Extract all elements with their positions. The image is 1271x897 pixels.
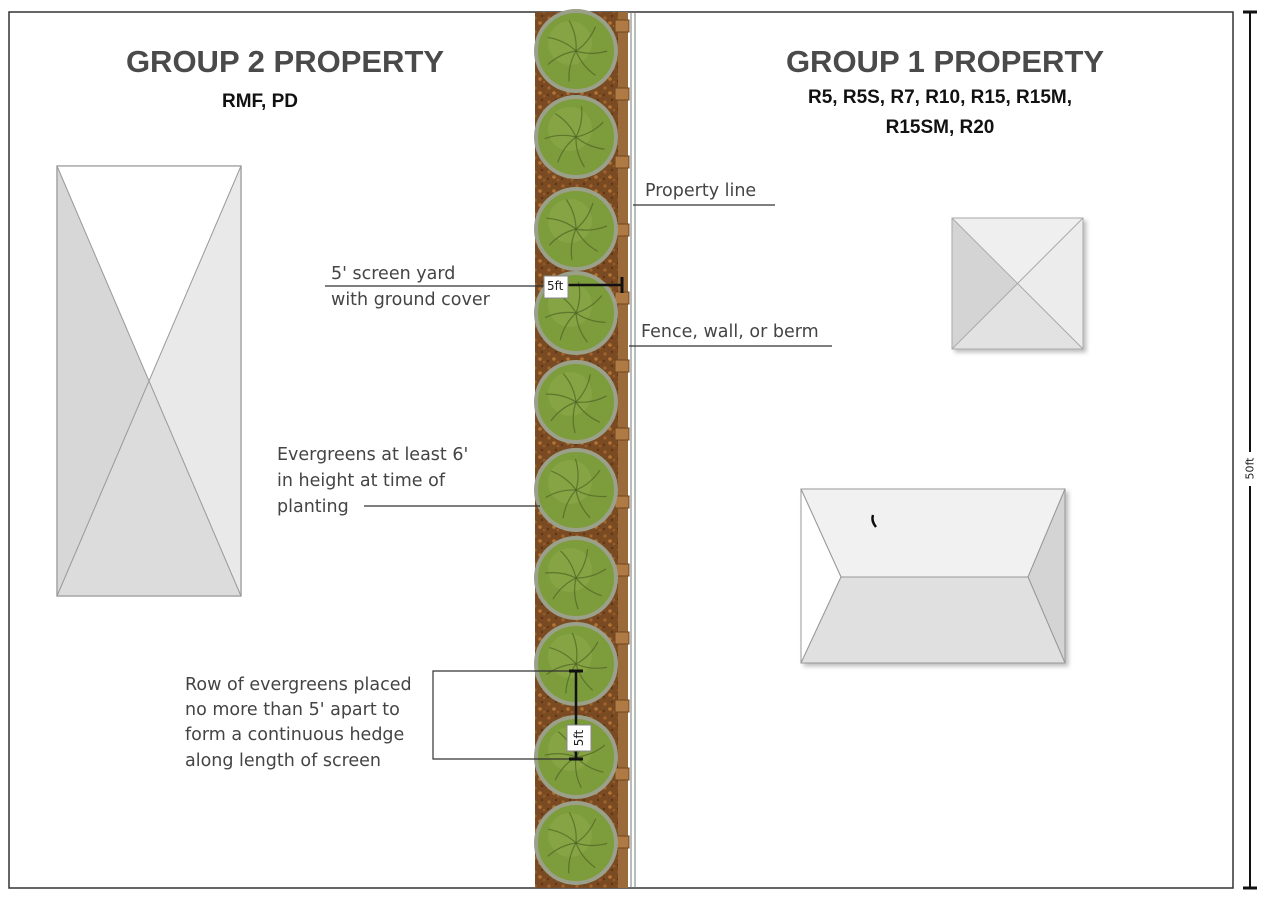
row-label-line4: along length of screen	[185, 751, 382, 771]
evergreens-label-line1: Evergreens at least 6'	[277, 445, 469, 465]
screen-yard-label-line2: with ground cover	[331, 290, 490, 310]
group1-small-building	[951, 217, 1084, 350]
evergreen-tree	[534, 360, 618, 444]
row-label-line3: form a continuous hedge	[185, 725, 405, 745]
leader-lines	[325, 204, 832, 760]
evergreen-tree	[534, 95, 618, 179]
evergreen-tree	[534, 801, 618, 885]
fence-post	[614, 155, 630, 169]
evergreen-tree	[534, 9, 618, 93]
row-leader	[432, 670, 576, 760]
fence-post	[614, 359, 630, 373]
evergreen-tree	[534, 536, 618, 620]
fence-post	[614, 699, 630, 713]
group2-zoning: RMF, PD	[222, 91, 298, 112]
yard-width-label: 5ft	[547, 279, 564, 293]
fence-post	[614, 87, 630, 101]
group2-title: GROUP 2 PROPERTY	[125, 44, 445, 79]
evergreen-tree	[534, 187, 618, 271]
fence-label: Fence, wall, or berm	[641, 322, 819, 342]
row-label-line2: no more than 5' apart to	[185, 700, 400, 720]
tree-spacing-label: 5ft	[572, 729, 586, 747]
tree-spacing-dimension	[566, 669, 592, 761]
fence-post	[614, 631, 630, 645]
property-line	[630, 12, 636, 888]
fence-post	[614, 291, 630, 305]
row-label-line1: Row of evergreens placed	[185, 675, 412, 695]
yard-width-dimension	[543, 275, 624, 299]
evergreens-label-line2: in height at time of	[277, 471, 445, 491]
screen-yard-label-line1: 5' screen yard	[331, 264, 456, 284]
evergreen-tree	[534, 622, 618, 706]
fence	[614, 12, 630, 888]
fence-post	[614, 19, 630, 33]
evergreen-tree	[534, 448, 618, 532]
roof-mark	[871, 514, 877, 528]
group1-zoning-line2: R15SM, R20	[885, 117, 995, 138]
side-length-label: 50ft	[1243, 457, 1257, 480]
evergreens-label-line3: planting	[277, 497, 349, 517]
group1-zoning-line1: R5, R5S, R7, R10, R15, R15M,	[808, 87, 1072, 108]
property-line-label: Property line	[645, 181, 757, 201]
group2-building	[56, 165, 242, 597]
group1-house	[800, 488, 1066, 664]
group1-title: GROUP 1 PROPERTY	[785, 44, 1105, 79]
fence-post	[614, 427, 630, 441]
fence-post	[614, 767, 630, 781]
side-length-dimension	[1243, 10, 1257, 890]
